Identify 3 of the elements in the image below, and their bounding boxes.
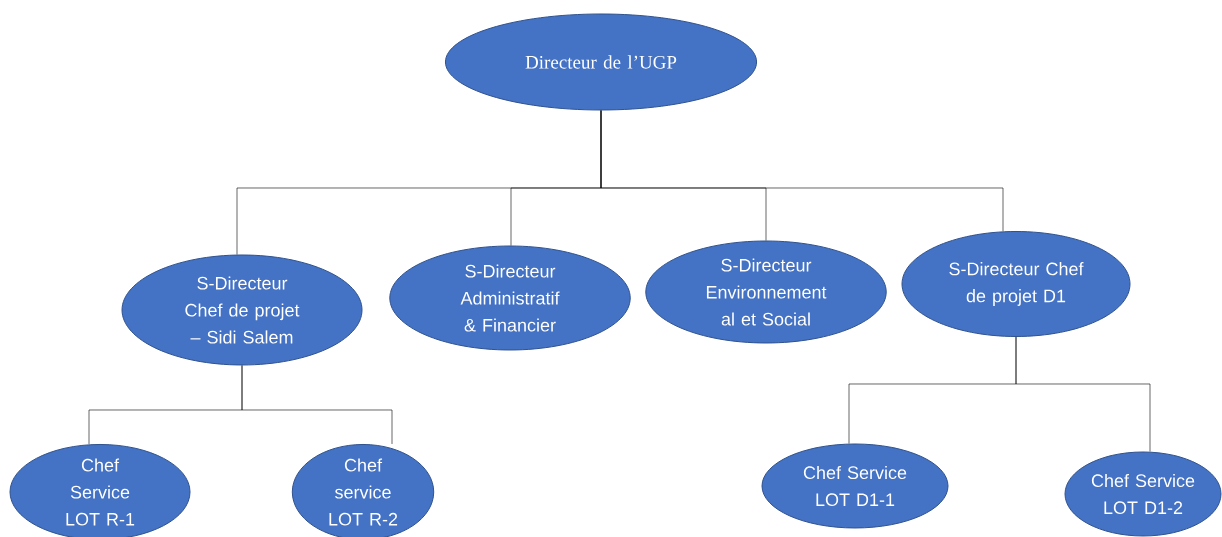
connector-line <box>600 110 1004 232</box>
connector-line <box>1015 336 1151 452</box>
connector-line <box>241 365 393 445</box>
